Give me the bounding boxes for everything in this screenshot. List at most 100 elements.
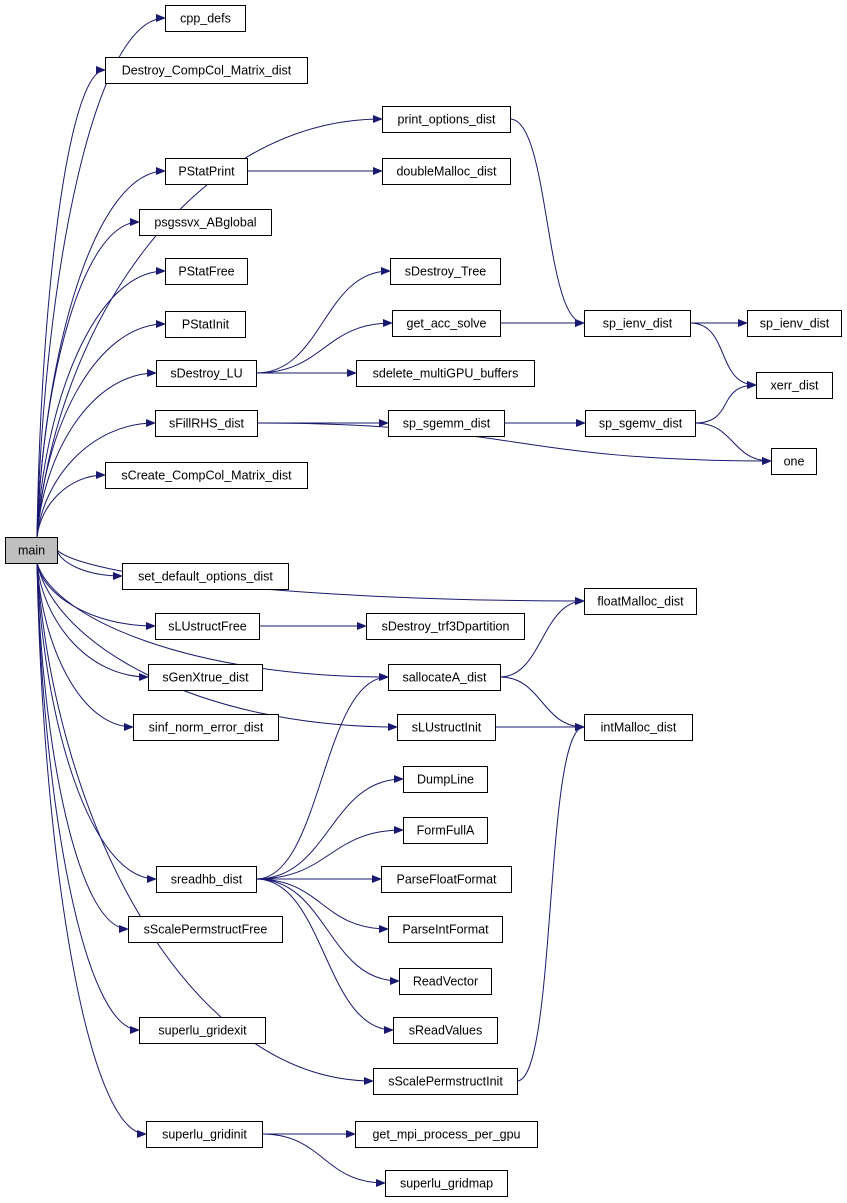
node-box [133,714,279,741]
node-xerr-dist[interactable]: xerr_dist [756,372,833,399]
node-one[interactable]: one [771,448,817,475]
node-label: sFillRHS_dist [169,417,245,431]
node-box [156,360,257,387]
node-get-mpi-process-per-gpu[interactable]: get_mpi_process_per_gpu [355,1121,538,1148]
node-box [146,1121,263,1148]
node-superlu-gridexit[interactable]: superlu_gridexit [139,1017,266,1044]
node-sLUstructInit[interactable]: sLUstructInit [397,714,496,741]
node-box [397,714,496,741]
node-sReadValues[interactable]: sReadValues [393,1017,498,1044]
node-label: print_options_dist [398,113,497,127]
node-doubleMalloc-dist[interactable]: doubleMalloc_dist [382,158,511,185]
node-label: sCreate_CompCol_Matrix_dist [121,469,292,483]
edge-superlu_gridinit-to-superlu_gridmap [261,1133,386,1187]
node-label: ParseIntFormat [402,923,489,937]
node-sLUstructFree[interactable]: sLUstructFree [155,613,260,640]
node-superlu-gridmap[interactable]: superlu_gridmap [385,1170,508,1197]
node-box [156,866,257,893]
edge-sreadhb_dist-to-sallocateA_dist [255,673,389,880]
node-Destroy-CompCol-Matrix-dist[interactable]: Destroy_CompCol_Matrix_dist [105,57,308,84]
edge-main-to-print_options_dist [36,115,383,538]
node-label: ParseFloatFormat [396,873,497,887]
node-sinf-norm-error-dist[interactable]: sinf_norm_error_dist [133,714,279,741]
node-PStatInit[interactable]: PStatInit [165,311,246,338]
edge-print_options_dist-to-sp_ienv_dist [509,118,585,327]
node-label: FormFullA [417,824,475,838]
node-sGenXtrue-dist[interactable]: sGenXtrue_dist [148,664,263,691]
node-box [5,537,58,564]
node-set-default-options-dist[interactable]: set_default_options_dist [122,563,289,590]
node-sdelete-multiGPU-buffers[interactable]: sdelete_multiGPU_buffers [356,360,535,387]
node-intMalloc-dist[interactable]: intMalloc_dist [584,714,693,741]
node-box [382,106,511,133]
edge-main-to-sallocateA_dist [36,562,389,681]
node-ParseIntFormat[interactable]: ParseIntFormat [388,916,503,943]
node-box [403,766,488,793]
edge-main-to-sinf_norm_error_dist [36,562,134,731]
node-sDestroy-trf3Dpartition[interactable]: sDestroy_trf3Dpartition [366,613,525,640]
node-box [366,613,525,640]
node-sp-sgemv-dist[interactable]: sp_sgemv_dist [585,410,696,437]
node-label: Destroy_CompCol_Matrix_dist [122,64,292,78]
node-box [403,817,488,844]
edge-main-to-psgssvx_ABglobal [36,218,140,538]
edge-main-to-Destroy_CompCol_Matrix_dist [36,66,106,538]
edge-sreadhb_dist-to-ReadVector [255,878,400,985]
node-label: sReadValues [409,1024,482,1038]
node-sp-ienv-dist-ext[interactable]: sp_ienv_dist [747,310,842,337]
node-label: sdelete_multiGPU_buffers [373,367,519,381]
node-label: sp_ienv_dist [760,317,830,331]
node-sDestroy-LU[interactable]: sDestroy_LU [156,360,257,387]
node-sScalePermstructFree[interactable]: sScalePermstructFree [128,916,283,943]
node-box [155,613,260,640]
node-box [139,1017,266,1044]
node-cpp-defs[interactable]: cpp_defs [165,5,246,32]
node-box [388,916,503,943]
node-PStatPrint[interactable]: PStatPrint [165,158,248,185]
node-label: sScalePermstructInit [388,1075,503,1089]
edge-main-to-PStatInit [36,320,166,538]
node-sp-sgemm-dist[interactable]: sp_sgemm_dist [388,410,505,437]
node-main[interactable]: main [5,537,58,564]
node-label: sDestroy_LU [170,367,242,381]
node-superlu-gridinit[interactable]: superlu_gridinit [146,1121,263,1148]
edge-main-to-sFillRHS_dist [36,419,156,538]
node-ReadVector[interactable]: ReadVector [399,968,492,995]
node-box [356,360,535,387]
node-sFillRHS-dist[interactable]: sFillRHS_dist [155,410,258,437]
node-label: sLUstructInit [412,721,482,735]
edge-sreadhb_dist-to-DumpLine [255,775,404,880]
edge-main-to-superlu_gridinit [36,562,147,1138]
node-sallocateA-dist[interactable]: sallocateA_dist [388,664,501,691]
node-print-options-dist[interactable]: print_options_dist [382,106,511,133]
node-sScalePermstructInit[interactable]: sScalePermstructInit [373,1068,518,1095]
edge-sDestroy_LU-to-get_acc_solve [255,319,393,374]
edge-main-to-sScalePermstructInit [36,562,374,1085]
node-FormFullA[interactable]: FormFullA [403,817,488,844]
edge-main-to-sDestroy_LU [36,369,157,538]
node-label: sp_sgemm_dist [403,417,491,431]
edge-main-to-sScalePermstructFree [36,562,129,933]
node-label: sinf_norm_error_dist [149,721,264,735]
node-DumpLine[interactable]: DumpLine [403,766,488,793]
edge-sallocateA_dist-to-floatMalloc_dist [499,597,585,678]
node-box [155,410,258,437]
node-label: sp_ienv_dist [603,317,673,331]
node-label: sp_sgemv_dist [599,417,683,431]
node-psgssvx-ABglobal[interactable]: psgssvx_ABglobal [139,209,272,236]
node-sp-ienv-dist[interactable]: sp_ienv_dist [584,310,691,337]
node-box [584,588,697,615]
edges-layer [36,14,772,1187]
node-sreadhb-dist[interactable]: sreadhb_dist [156,866,257,893]
node-box [148,664,263,691]
node-PStatFree[interactable]: PStatFree [165,258,248,285]
node-floatMalloc-dist[interactable]: floatMalloc_dist [584,588,697,615]
node-get-acc-solve[interactable]: get_acc_solve [392,310,501,337]
node-ParseFloatFormat[interactable]: ParseFloatFormat [381,866,512,893]
edge-main-to-sGenXtrue_dist [36,562,149,681]
node-sCreate-CompCol-Matrix-dist[interactable]: sCreate_CompCol_Matrix_dist [105,462,308,489]
node-label: ReadVector [413,975,478,989]
node-sDestroy-Tree[interactable]: sDestroy_Tree [390,258,501,285]
edge-sp_sgemv_dist-to-xerr_dist [694,381,757,424]
node-label: superlu_gridmap [400,1177,493,1191]
